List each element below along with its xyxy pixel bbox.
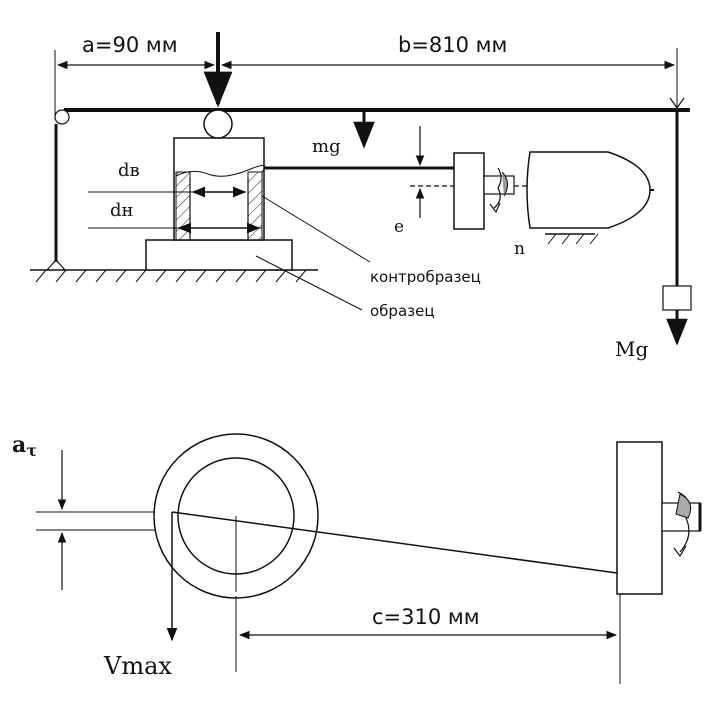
bottom-diagram: aτ Vmax c=310 мм: [12, 432, 702, 684]
outer-diameter-label: dн: [110, 200, 134, 221]
left-pivot: [46, 109, 70, 271]
dimension-c-label: c=310 мм: [372, 605, 480, 629]
vmax-arrow: Vmax: [103, 512, 178, 680]
lever-weight-label: mg: [312, 136, 341, 157]
dimension-b-label: b=810 мм: [398, 33, 507, 57]
vmax-label: Vmax: [103, 652, 172, 680]
dimension-a: a=90 мм: [54, 33, 216, 118]
ground: [30, 269, 318, 283]
drive-disc: [453, 152, 485, 230]
sample-label: образец: [370, 302, 435, 320]
ring-specimen: [153, 433, 618, 599]
dimension-b: b=810 мм: [220, 33, 678, 108]
top-diagram: a=90 мм b=810 мм: [30, 32, 692, 361]
dimension-a-label: a=90 мм: [82, 33, 178, 57]
rotation-speed-label: n: [514, 239, 525, 259]
inner-diameter-label: dв: [118, 160, 140, 181]
leader-lines: контробразец образец: [255, 195, 481, 320]
lever-weight-arrow: mg: [312, 111, 375, 157]
right-load: Mg: [615, 97, 692, 361]
load-ball: [203, 109, 233, 139]
counter-sample-label: контробразец: [370, 268, 481, 286]
diameter-dimensions: dв dн: [88, 160, 262, 234]
motor: n: [514, 151, 654, 259]
amplitude-label: aτ: [12, 432, 37, 460]
load-weight: [662, 285, 692, 311]
drive-disc-top: [616, 441, 702, 684]
amplitude-label-sub: τ: [26, 441, 37, 460]
base-plate: [145, 239, 293, 271]
load-weight-label: Mg: [615, 337, 648, 361]
dimension-c: c=310 мм: [235, 596, 618, 672]
shaft-rotation: [483, 167, 515, 214]
eccentricity-label: e: [394, 217, 404, 237]
amplitude-label-main: a: [12, 432, 26, 458]
sample-housing: [173, 109, 266, 241]
amplitude-dimension: aτ: [12, 432, 172, 590]
